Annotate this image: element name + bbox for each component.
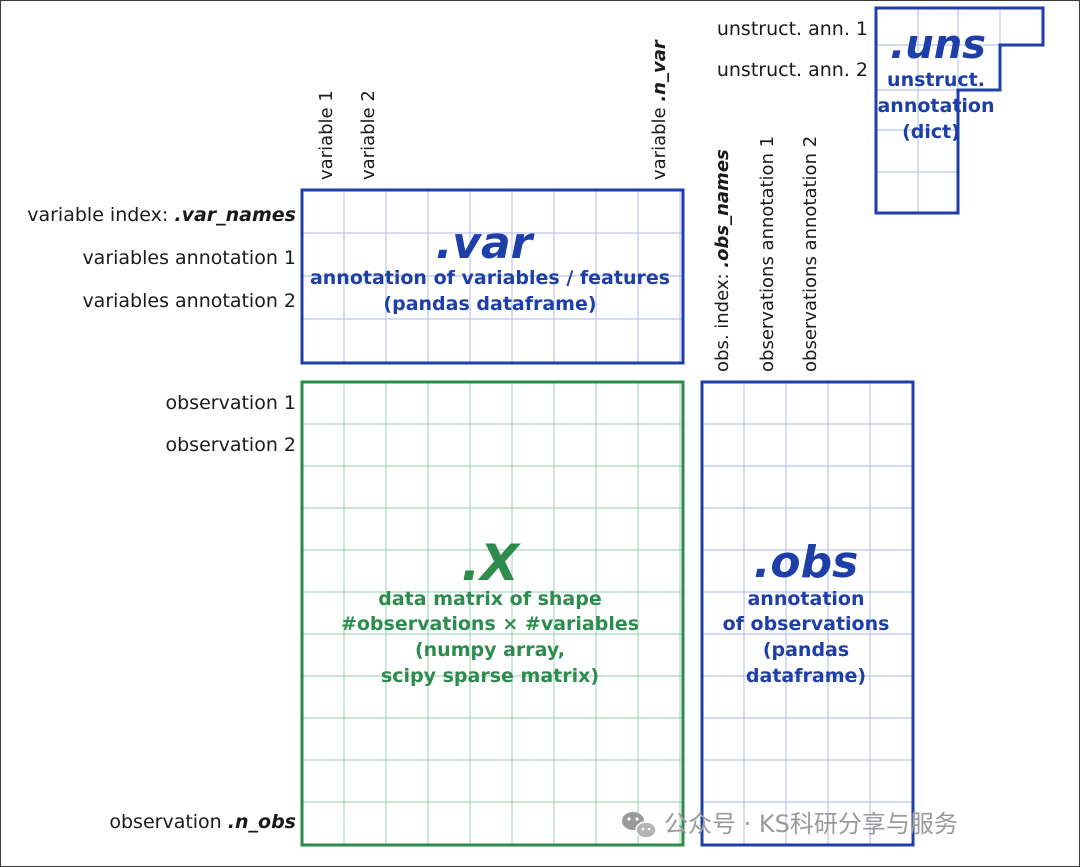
uns-title: .uns — [890, 22, 986, 68]
x-desc-line-4: scipy sparse matrix) — [381, 665, 599, 687]
var-desc-line-2: (pandas dataframe) — [383, 293, 596, 315]
obs-desc-line-2: of observations — [723, 613, 890, 635]
obs-desc-line-4: dataframe) — [746, 665, 866, 687]
var-frame — [300, 188, 685, 365]
uns-grid — [876, 8, 1001, 213]
wechat-icon — [622, 812, 657, 839]
x-frame — [300, 380, 685, 847]
x-grid — [302, 382, 683, 845]
x-desc-line-1: data matrix of shape — [378, 588, 601, 610]
var-names-attr: .var_names — [174, 204, 296, 226]
observation-1-label: observation 1 — [166, 392, 297, 414]
obs-index-prefix: obs. index: — [712, 268, 733, 372]
n-obs-attr: .n_obs — [228, 811, 296, 833]
x-desc-line-3: (numpy array, — [415, 639, 565, 661]
obs-desc-line-3: (pandas — [763, 639, 849, 661]
uns-desc-line-1: unstruct. — [887, 69, 985, 91]
obs-annotation-1-label: observations annotation 1 — [757, 136, 778, 372]
var-block: .var annotation of variables / features … — [300, 188, 685, 365]
obs-title: .obs — [754, 537, 859, 588]
variable-2-label: variable 2 — [358, 90, 379, 180]
var-index-prefix: variable index: — [27, 204, 174, 226]
obs-block: .obs annotation of observations (pandas … — [700, 380, 915, 847]
uns-ann-2-label: unstruct. ann. 2 — [717, 59, 868, 81]
var-index-label: variable index: .var_names — [27, 204, 296, 226]
obs-annotation-2-label: observations annotation 2 — [800, 136, 821, 372]
obs-desc-line-1: annotation — [747, 588, 864, 610]
var-grid — [302, 190, 683, 363]
watermark: 公众号 · KS科研分享与服务 — [622, 810, 958, 839]
var-annotation-1-label: variables annotation 1 — [82, 247, 296, 269]
x-title: .X — [461, 534, 521, 592]
variable-1-label: variable 1 — [316, 90, 337, 180]
x-desc-line-2: #observations × #variables — [341, 613, 639, 635]
obs-names-attr: .obs_names — [712, 149, 733, 268]
x-block: .X data matrix of shape #observations × … — [300, 380, 685, 847]
uns-block: .uns unstruct. annotation (dict) — [874, 6, 1045, 215]
uns-frame — [874, 6, 1045, 215]
variable-n-prefix: variable — [649, 102, 670, 180]
obs-frame — [700, 380, 915, 847]
observation-2-label: observation 2 — [166, 434, 297, 456]
watermark-text: 公众号 · KS科研分享与服务 — [664, 810, 958, 838]
obs-index-label: obs. index: .obs_names — [712, 149, 733, 372]
var-title: .var — [436, 218, 535, 269]
observation-n-label: observation .n_obs — [109, 811, 296, 833]
uns-ann-1-label: unstruct. ann. 1 — [717, 18, 868, 40]
var-annotation-2-label: variables annotation 2 — [82, 290, 296, 312]
n-var-attr: .n_var — [649, 39, 670, 102]
variable-n-label: variable .n_var — [649, 39, 670, 180]
obs-grid — [702, 382, 913, 845]
uns-desc-line-2: annotation — [877, 95, 994, 117]
var-desc-line-1: annotation of variables / features — [310, 267, 670, 289]
observation-n-prefix: observation — [109, 811, 227, 833]
uns-desc-line-3: (dict) — [902, 121, 960, 143]
